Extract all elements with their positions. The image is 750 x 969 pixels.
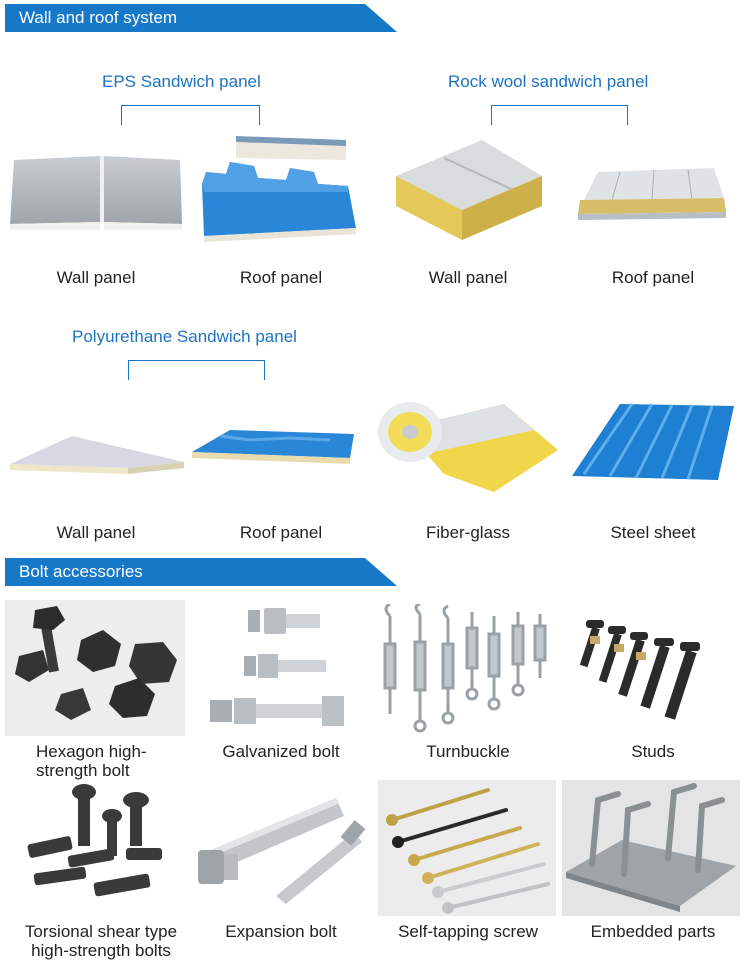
rockwool-roof-panel-image <box>574 164 730 226</box>
expansion-bolt-image <box>196 792 366 904</box>
caption-rockwool-wall: Wall panel <box>428 268 508 287</box>
turnbuckle-image <box>376 604 552 734</box>
studs-image <box>578 606 730 724</box>
rockwool-wall-panel-image <box>392 136 546 244</box>
caption-hexagon-bolt: Hexagon high-strength bolt <box>36 742 147 780</box>
eps-roof-panel-image <box>196 132 366 244</box>
section-banner-wall-roof: Wall and roof system <box>5 4 397 32</box>
caption-turnbuckle: Turnbuckle <box>426 742 510 761</box>
caption-steel-sheet: Steel sheet <box>610 523 696 542</box>
caption-galvanized-bolt: Galvanized bolt <box>222 742 340 761</box>
caption-rockwool-roof: Roof panel <box>611 268 695 287</box>
pu-roof-panel-image <box>190 418 356 468</box>
galvanized-bolt-image <box>208 600 358 736</box>
torsional-shear-bolt-image <box>24 782 174 906</box>
group-title-pu: Polyurethane Sandwich panel <box>72 327 297 346</box>
steel-sheet-image <box>570 400 736 482</box>
caption-torsional-shear-bolt: Torsional shear type high-strength bolts <box>24 922 178 960</box>
caption-eps-wall: Wall panel <box>56 268 136 287</box>
hexagon-bolt-image <box>5 600 185 736</box>
embedded-parts-image <box>562 780 740 916</box>
caption-eps-roof: Roof panel <box>239 268 323 287</box>
self-tapping-screw-image <box>378 780 556 916</box>
caption-self-tapping-screw: Self-tapping screw <box>398 922 538 941</box>
caption-fiberglass: Fiber-glass <box>425 523 511 542</box>
caption-expansion-bolt: Expansion bolt <box>225 922 337 941</box>
group-bracket-pu <box>128 360 265 380</box>
caption-pu-roof: Roof panel <box>239 523 323 542</box>
caption-embedded-parts: Embedded parts <box>590 922 716 941</box>
group-bracket-rockwool <box>491 105 628 125</box>
group-title-eps: EPS Sandwich panel <box>102 72 261 91</box>
group-title-rockwool: Rock wool sandwich panel <box>448 72 649 91</box>
fiberglass-roll-image <box>374 392 560 494</box>
caption-studs: Studs <box>631 742 675 761</box>
section-banner-bolt-accessories: Bolt accessories <box>5 558 397 586</box>
pu-wall-panel-image <box>8 432 188 478</box>
eps-wall-panel-image <box>8 150 184 232</box>
caption-pu-wall: Wall panel <box>56 523 136 542</box>
group-bracket-eps <box>121 105 260 125</box>
